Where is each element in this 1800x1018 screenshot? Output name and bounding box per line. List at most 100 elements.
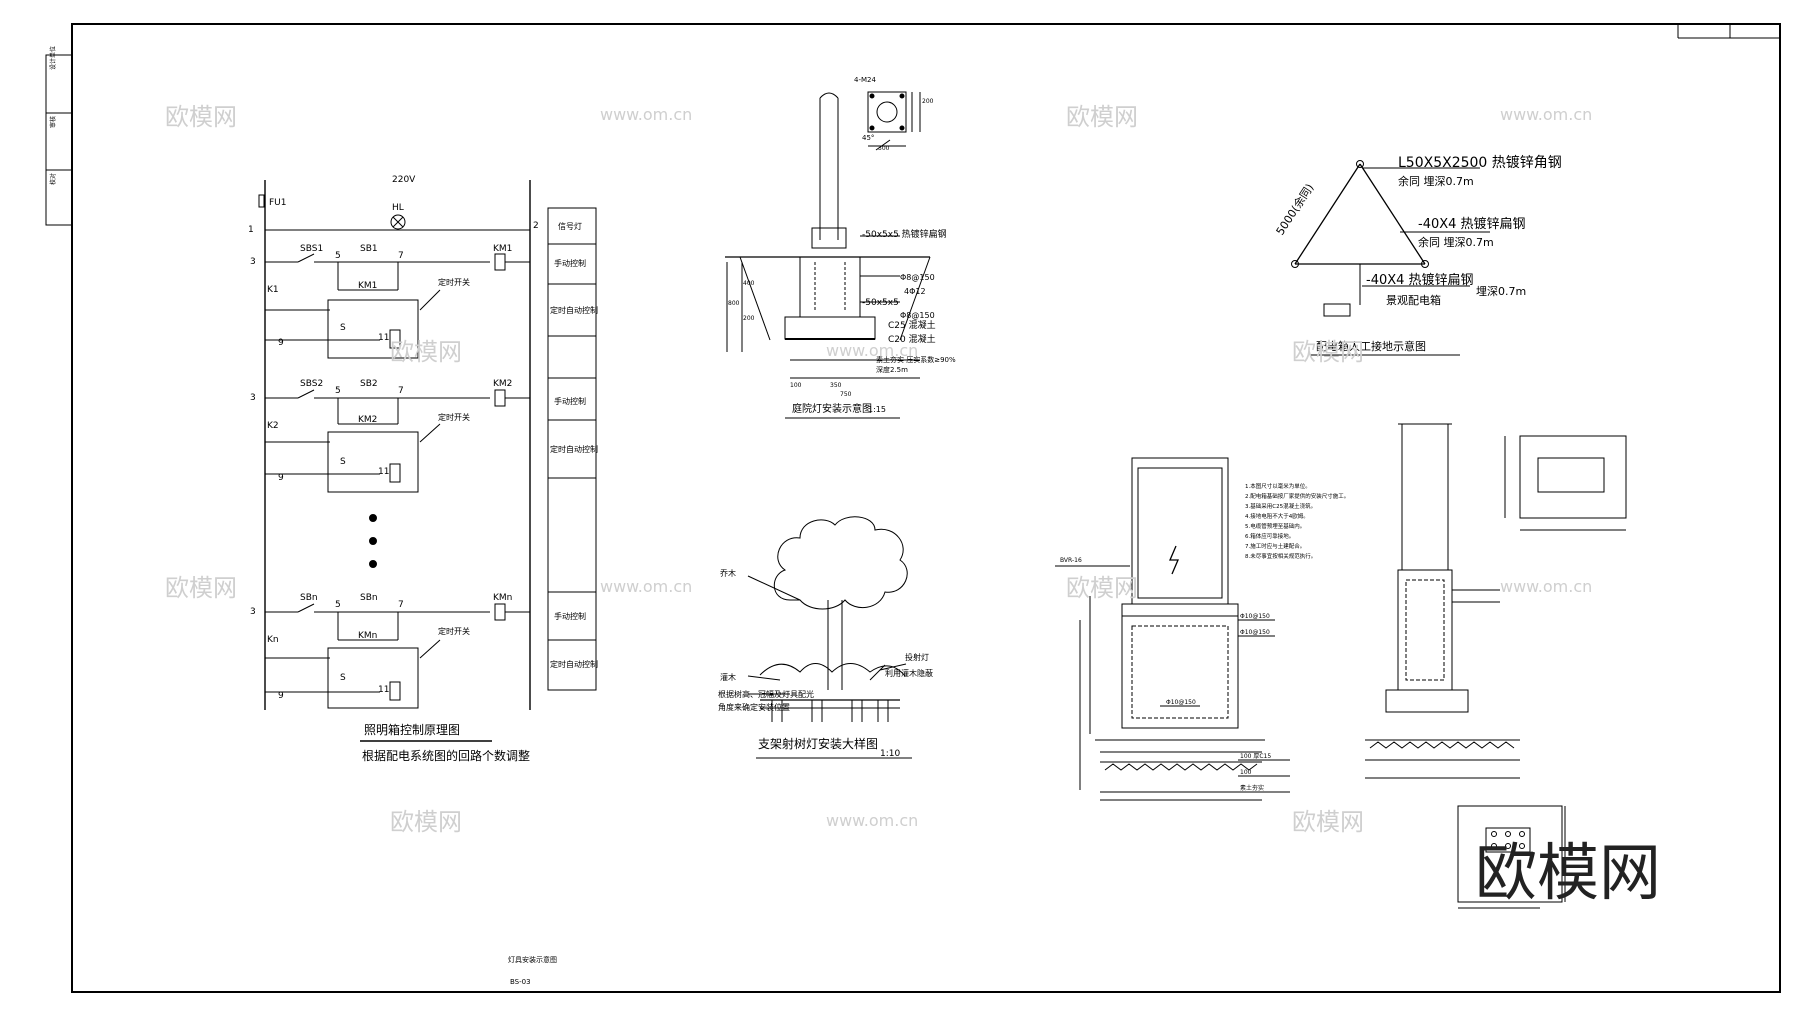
- svg-text:7.施工时应与土建配合。: 7.施工时应与土建配合。: [1245, 542, 1305, 550]
- grounding-note-1: L50X5X2500 热镀锌角钢: [1398, 154, 1562, 171]
- svg-text:9: 9: [278, 473, 284, 483]
- sign-post-section: [1365, 423, 1627, 909]
- fuse-label: FU1: [269, 198, 287, 208]
- svg-text:S: S: [340, 457, 346, 467]
- grounding-note-3: -40X4 热镀锌扁钢: [1366, 272, 1474, 288]
- watermark-site: www.om.cn: [600, 105, 692, 124]
- side-label-2: 审核: [49, 116, 57, 128]
- svg-text:100: 100: [1240, 769, 1252, 776]
- svg-text:8.未尽事宜按相关规范执行。: 8.未尽事宜按相关规范执行。: [1245, 552, 1316, 560]
- svg-text:Φ10@150: Φ10@150: [1166, 699, 1196, 706]
- watermark-brand: 欧模网: [165, 574, 237, 602]
- svg-text:9: 9: [278, 691, 284, 701]
- svg-text:300: 300: [878, 145, 890, 152]
- watermark-brand: 欧模网: [390, 338, 462, 366]
- svg-text:5.电缆管预埋至基础内。: 5.电缆管预埋至基础内。: [1245, 522, 1305, 530]
- svg-text:Φ10@150: Φ10@150: [1240, 629, 1270, 636]
- sheet-number: BS-03: [510, 978, 531, 986]
- svg-text:SB2: SB2: [360, 379, 378, 389]
- svg-text:800: 800: [728, 300, 740, 307]
- circuit-caption: 照明箱控制原理图: [364, 722, 460, 737]
- svg-text:余同 埋深0.7m: 余同 埋深0.7m: [1418, 235, 1494, 249]
- watermark-brand: 欧模网: [1066, 103, 1138, 131]
- svg-text:100: 100: [790, 382, 802, 389]
- svg-text:SBn: SBn: [300, 593, 318, 603]
- side-label-3: 校对: [49, 173, 57, 185]
- signal-lamp-symbol: [390, 214, 406, 230]
- svg-text:100 厚C15: 100 厚C15: [1240, 753, 1271, 760]
- svg-text:-50x5x5 热镀锌扁钢: -50x5x5 热镀锌扁钢: [862, 228, 947, 240]
- legend-item: 手动控制: [554, 611, 586, 621]
- tree-light-install-diagram: 乔木 灌木 投射灯 利用灌木隐蔽 根据树高、冠幅及灯具配光 角度来确定安装位置 …: [718, 516, 933, 759]
- watermark-brand: 欧模网: [1292, 808, 1364, 836]
- svg-text:6.箱体应可靠接地。: 6.箱体应可靠接地。: [1245, 532, 1294, 540]
- svg-text:灌木: 灌木: [720, 672, 736, 682]
- svg-text:素土夯实 压实系数≥90%: 素土夯实 压实系数≥90%: [876, 355, 956, 364]
- svg-text:素土夯实: 素土夯实: [1240, 784, 1264, 792]
- side-label-1: 设计单位: [49, 46, 57, 70]
- svg-text:C25 混凝土: C25 混凝土: [888, 319, 936, 331]
- svg-text:定时开关: 定时开关: [438, 412, 470, 422]
- svg-text:景观配电箱: 景观配电箱: [1386, 293, 1441, 307]
- svg-text:SBn: SBn: [360, 593, 378, 603]
- svg-text:定时开关: 定时开关: [438, 626, 470, 636]
- svg-text:45°: 45°: [862, 134, 874, 142]
- watermark-brand: 欧模网: [1292, 338, 1364, 366]
- cabinet-foundation-section: BVR-16 Φ10@150 Φ10@150 Φ10@150 100 厚C15 …: [1055, 457, 1290, 801]
- svg-text:1.本图尺寸以毫米为单位。: 1.本图尺寸以毫米为单位。: [1245, 482, 1311, 490]
- svg-text:5: 5: [335, 386, 341, 396]
- svg-text:11: 11: [378, 333, 389, 343]
- svg-text:3: 3: [250, 607, 256, 617]
- svg-text:400: 400: [743, 280, 755, 287]
- circuit-legend-table: 信号灯 手动控制 定时自动控制 手动控制 定时自动控制 手动控制 定时自动控制: [547, 207, 598, 691]
- svg-text:1:10: 1:10: [880, 749, 900, 759]
- grounding-caption: 配电箱人工接地示意图: [1316, 339, 1426, 353]
- svg-text:5: 5: [335, 600, 341, 610]
- svg-text:7: 7: [398, 386, 404, 396]
- svg-text:SBS2: SBS2: [300, 379, 323, 389]
- circuit-row-2: 3 SBS2 5 SB2 7 KM2 KM2 K2 定时开关 S 11 9: [250, 379, 530, 493]
- svg-text:1:15: 1:15: [868, 405, 886, 414]
- svg-text:Φ8@150: Φ8@150: [900, 311, 935, 320]
- svg-text:-50x5x5: -50x5x5: [862, 298, 899, 308]
- svg-text:S: S: [340, 673, 346, 683]
- node-2: 2: [533, 221, 539, 231]
- svg-text:利用灌木隐蔽: 利用灌木隐蔽: [885, 668, 933, 678]
- svg-text:乔木: 乔木: [720, 568, 736, 578]
- svg-text:4.接地电阻不大于4欧姆。: 4.接地电阻不大于4欧姆。: [1245, 512, 1309, 520]
- svg-text:KM1: KM1: [358, 281, 377, 291]
- svg-text:S: S: [340, 323, 346, 333]
- svg-text:K2: K2: [267, 421, 279, 431]
- courtyard-lamp-install-diagram: 4-M24 45° -50x5x5 热镀锌扁钢 Φ8@150 4Φ12 -50x…: [725, 76, 956, 419]
- k-label: K1: [267, 285, 279, 295]
- svg-text:KMn: KMn: [358, 631, 377, 641]
- sbs-label: SBS1: [300, 244, 323, 254]
- watermark-site: www.om.cn: [1500, 577, 1592, 596]
- control-circuit-diagram: 220V FU1 HL 1 2 3 SBS1 5 SB1 7 KM1 KM1 K…: [248, 175, 598, 763]
- svg-text:Φ10@150: Φ10@150: [1240, 613, 1270, 620]
- svg-text:4Φ12: 4Φ12: [904, 287, 926, 296]
- svg-text:3.基础采用C25混凝土浇筑。: 3.基础采用C25混凝土浇筑。: [1245, 502, 1316, 510]
- km-coil-label: KM1: [493, 244, 512, 254]
- svg-text:Φ8@150: Φ8@150: [900, 273, 935, 282]
- svg-text:5000(余同): 5000(余同): [1273, 181, 1317, 238]
- lamp-label: HL: [392, 203, 404, 213]
- circuit-caption-sub: 根据配电系统图的回路个数调整: [362, 748, 530, 763]
- svg-text:200: 200: [743, 315, 755, 322]
- svg-text:7: 7: [398, 251, 404, 261]
- svg-text:KM2: KM2: [358, 415, 377, 425]
- svg-text:定时开关: 定时开关: [438, 277, 470, 287]
- watermark-site: www.om.cn: [826, 811, 918, 830]
- svg-text:根据树高、冠幅及灯具配光: 根据树高、冠幅及灯具配光: [718, 689, 814, 699]
- svg-text:BVR-16: BVR-16: [1060, 557, 1082, 564]
- svg-text:Kn: Kn: [267, 635, 279, 645]
- svg-text:KM2: KM2: [493, 379, 512, 389]
- legend-item: 定时自动控制: [550, 444, 598, 454]
- watermark-brand: 欧模网: [390, 808, 462, 836]
- legend-item: 信号灯: [558, 221, 582, 231]
- svg-text:余同 埋深0.7m: 余同 埋深0.7m: [1398, 174, 1474, 188]
- lamp-caption: 庭院灯安装示意图: [792, 402, 872, 415]
- svg-text:750: 750: [840, 391, 852, 398]
- svg-text:9: 9: [278, 338, 284, 348]
